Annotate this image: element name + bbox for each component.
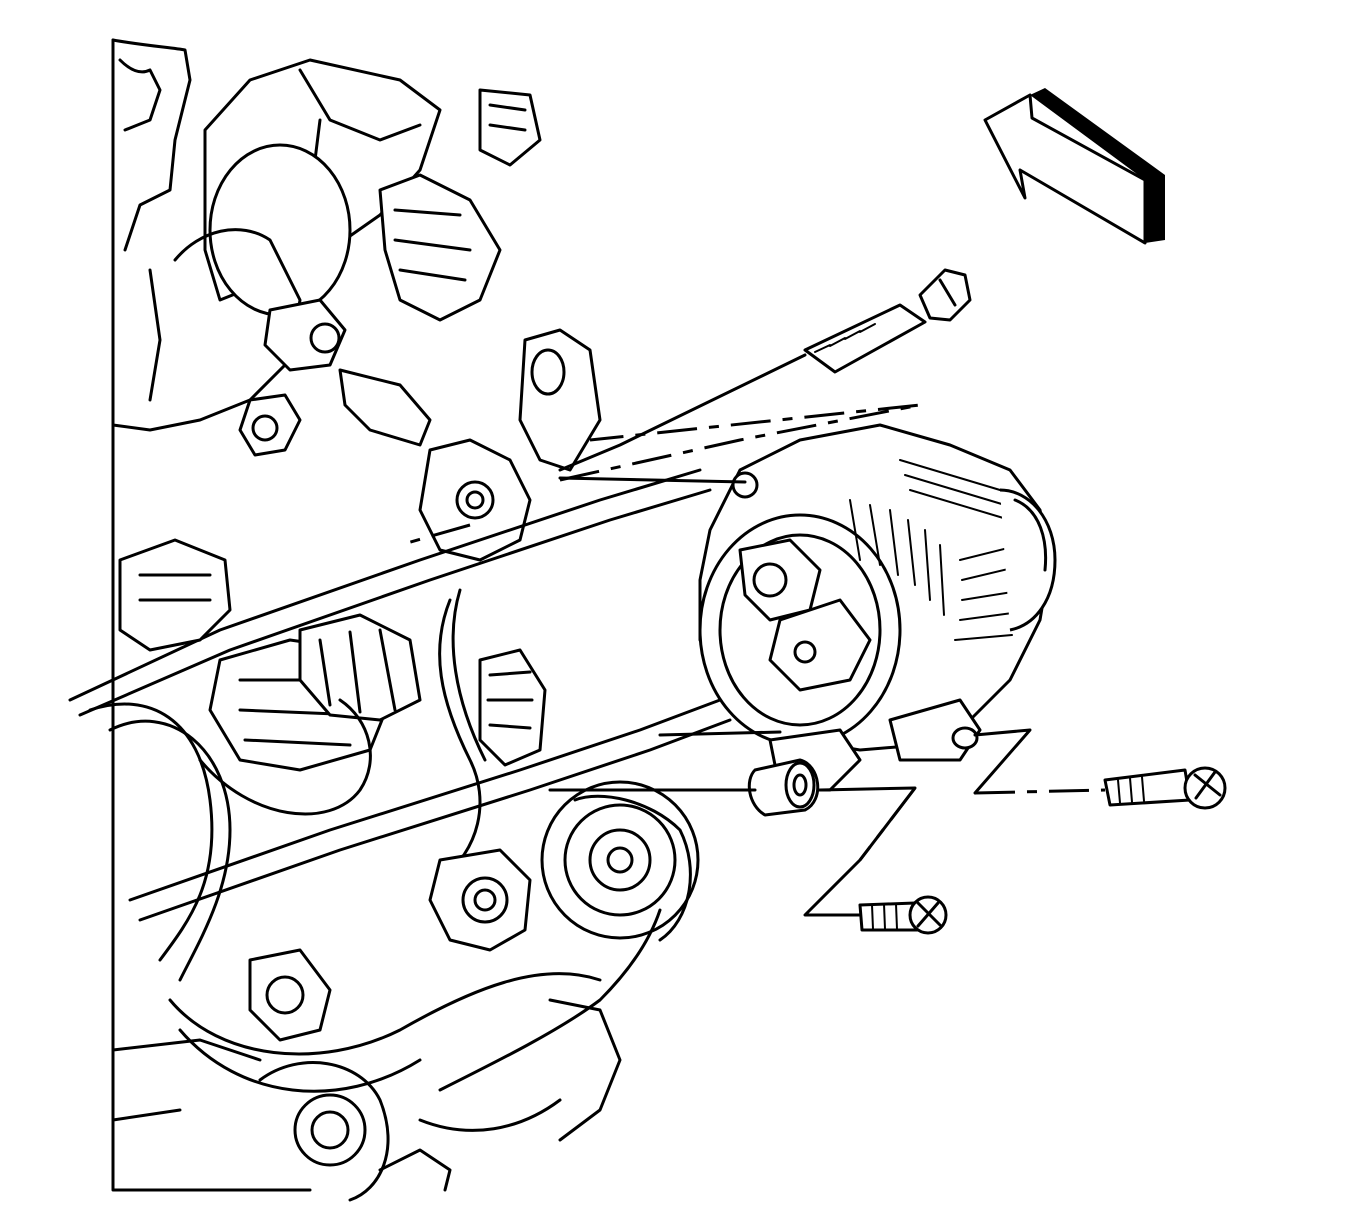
generator bbox=[698, 423, 1057, 817]
lower-right-bolt bbox=[1103, 766, 1227, 810]
lower-bolt bbox=[858, 895, 948, 935]
assembly-leader-lines bbox=[399, 353, 1106, 917]
upper-bolt bbox=[803, 268, 972, 374]
front-direction-arrow-icon bbox=[983, 88, 1165, 245]
engine-assembly bbox=[68, 38, 732, 1202]
